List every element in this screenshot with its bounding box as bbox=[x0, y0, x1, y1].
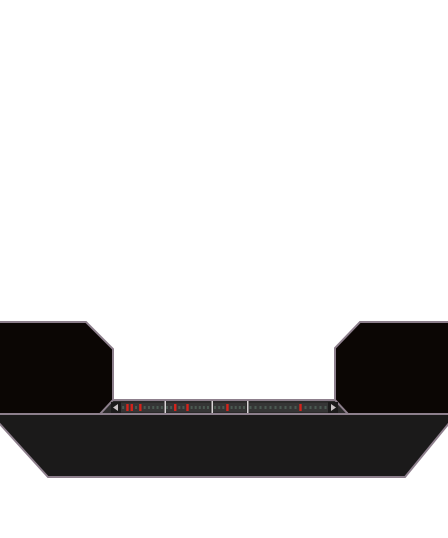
indicator-led-active bbox=[130, 404, 133, 411]
indicator-led bbox=[319, 406, 322, 409]
indicator-led bbox=[218, 406, 221, 409]
indicator-led bbox=[202, 406, 205, 409]
indicator-led bbox=[152, 406, 155, 409]
indicator-led bbox=[214, 406, 217, 409]
indicator-segment-4 bbox=[248, 403, 328, 412]
indicator-led bbox=[274, 406, 277, 409]
indicator-led bbox=[259, 406, 262, 409]
indicator-led bbox=[294, 406, 297, 409]
indicator-led bbox=[230, 406, 233, 409]
indicator-led bbox=[170, 406, 173, 409]
indicator-led bbox=[206, 406, 209, 409]
indicator-led bbox=[254, 406, 257, 409]
indicator-led bbox=[143, 406, 146, 409]
indicator-led bbox=[160, 406, 163, 409]
indicator-led-active bbox=[226, 404, 229, 411]
left-arrow-icon[interactable] bbox=[111, 402, 121, 413]
indicator-led-active bbox=[186, 404, 189, 411]
indicator-led bbox=[194, 406, 197, 409]
indicator-strip bbox=[121, 401, 328, 413]
indicator-led bbox=[314, 406, 317, 409]
indicator-segment-bg bbox=[213, 403, 246, 412]
indicator-segment-2 bbox=[165, 403, 210, 412]
indicator-led-active bbox=[174, 404, 177, 411]
indicator-led bbox=[122, 406, 125, 409]
indicator-led bbox=[324, 406, 327, 409]
indicator-led bbox=[238, 406, 241, 409]
indicator-led bbox=[166, 406, 169, 409]
indicator-led bbox=[242, 406, 245, 409]
indicator-led bbox=[289, 406, 292, 409]
indicator-led bbox=[309, 406, 312, 409]
indicator-led bbox=[135, 406, 138, 409]
indicator-led bbox=[198, 406, 201, 409]
indicator-led bbox=[279, 406, 282, 409]
console-base bbox=[0, 413, 448, 478]
indicator-segment-bg bbox=[121, 403, 164, 412]
indicator-led bbox=[234, 406, 237, 409]
indicator-led bbox=[249, 406, 252, 409]
indicator-led-active bbox=[299, 404, 302, 411]
right-arrow-icon[interactable] bbox=[328, 402, 338, 413]
indicator-led bbox=[222, 406, 225, 409]
right-panel bbox=[334, 321, 448, 415]
indicator-separator bbox=[164, 401, 166, 413]
indicator-led bbox=[304, 406, 307, 409]
indicator-segment-3 bbox=[213, 403, 246, 412]
indicator-led bbox=[264, 406, 267, 409]
indicator-separator bbox=[211, 401, 213, 413]
indicator-segment-1 bbox=[121, 403, 164, 412]
indicator-led bbox=[190, 406, 193, 409]
left-panel bbox=[0, 321, 114, 415]
indicator-segment-bg bbox=[248, 403, 328, 412]
indicator-led bbox=[178, 406, 181, 409]
indicator-separator bbox=[247, 401, 249, 413]
indicator-led bbox=[182, 406, 185, 409]
indicator-led bbox=[156, 406, 159, 409]
indicator-led bbox=[284, 406, 287, 409]
indicator-led-active bbox=[139, 404, 142, 411]
indicator-led bbox=[269, 406, 272, 409]
indicator-led bbox=[147, 406, 150, 409]
indicator-led-active bbox=[126, 404, 129, 411]
